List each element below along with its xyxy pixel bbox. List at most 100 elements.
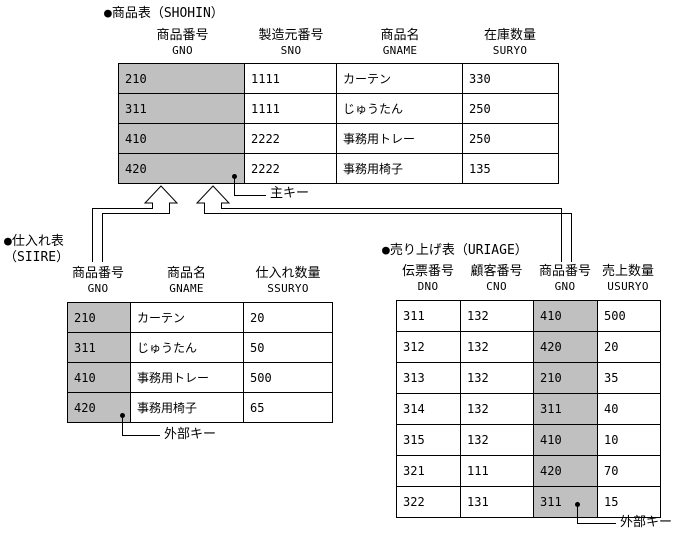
uriage-foreign-key-label: 外部キー (620, 515, 673, 530)
header-en: USURYO (607, 280, 649, 293)
shohin-header-sno: 製造元番号 SNO (245, 28, 337, 58)
header-jp: 商品番号 (71, 266, 124, 281)
header-en: GNO (87, 282, 109, 295)
table-cell-gno: 410 (533, 300, 598, 332)
header-jp: 伝票番号 (401, 264, 454, 279)
table-cell-gno: 210 (533, 362, 598, 394)
uriage-title: ●売り上げ表（URIAGE） (382, 243, 528, 258)
table-row: 420 事務用椅子 65 (67, 392, 333, 423)
primary-key-marker (232, 174, 237, 179)
table-cell-dno: 311 (396, 300, 461, 332)
table-cell-usuryo: 20 (597, 331, 661, 363)
siire-subtitle: （SIIRE） (4, 250, 70, 265)
table-cell-gno: 420 (533, 331, 598, 363)
table-row: 321 111 420 70 (396, 455, 661, 487)
header-en: SNO (280, 44, 302, 57)
table-cell-gno: 420 (533, 455, 598, 487)
uriage-header-gno: 商品番号 GNO (533, 264, 597, 294)
table-cell-gno: 410 (118, 123, 245, 154)
header-en: GNAME (382, 44, 418, 57)
siire-header-ssuryo: 仕入れ数量 SSURYO (243, 266, 333, 296)
table-cell-sno: 2222 (244, 123, 337, 154)
table-cell-dno: 321 (396, 455, 461, 487)
table-cell-suryo: 250 (462, 93, 559, 124)
header-jp: 商品番号 (538, 264, 591, 279)
table-row: 322 131 311 15 (396, 486, 661, 518)
header-jp: 顧客番号 (470, 264, 523, 279)
table-row: 315 132 410 10 (396, 424, 661, 456)
header-en: GNAME (169, 282, 204, 295)
siire-foreign-key-label: 外部キー (164, 427, 217, 442)
table-cell-gname: じゅうたん (336, 93, 463, 124)
table-row: 313 132 210 35 (396, 362, 661, 394)
table-cell-gno: 420 (118, 153, 245, 184)
header-jp: 商品名 (166, 266, 206, 281)
table-cell-usuryo: 15 (597, 486, 661, 518)
table-row: 314 132 311 40 (396, 393, 661, 425)
header-jp: 商品番号 (156, 28, 209, 43)
primary-key-label: 主キー (270, 186, 310, 201)
siire-title: ●仕入れ表 (4, 234, 64, 249)
table-cell-dno: 313 (396, 362, 461, 394)
header-en: SURYO (492, 44, 528, 57)
table-row: 312 132 420 20 (396, 331, 661, 363)
table-cell-usuryo: 35 (597, 362, 661, 394)
table-cell-ssuryo: 500 (243, 362, 333, 393)
table-cell-usuryo: 40 (597, 393, 661, 425)
header-jp: 製造元番号 (258, 28, 324, 43)
table-cell-dno: 322 (396, 486, 461, 518)
siire-table: 210 カーテン 20 311 じゅうたん 50 410 事務用トレー 500 … (67, 302, 333, 423)
table-cell-ssuryo: 65 (243, 392, 333, 423)
shohin-header-gname: 商品名 GNAME (337, 28, 463, 58)
header-en: DNO (417, 280, 439, 293)
shohin-title: ●商品表（SHOHIN） (104, 6, 224, 21)
siire-foreign-key-marker (120, 413, 125, 418)
siire-to-shohin-arrow (92, 185, 179, 262)
header-en: GNO (554, 280, 576, 293)
table-row: 210 1111 カーテン 330 (118, 63, 559, 94)
table-row: 311 1111 じゅうたん 250 (118, 93, 559, 124)
uriage-foreign-key-marker (575, 502, 580, 507)
table-cell-dno: 314 (396, 393, 461, 425)
siire-header-gno: 商品番号 GNO (66, 266, 130, 296)
primary-key-leader (234, 177, 266, 196)
uriage-table: 311 132 410 500 312 132 420 20 313 132 2… (396, 300, 661, 518)
table-cell-gno: 410 (533, 424, 598, 456)
table-cell-gno: 410 (67, 362, 131, 393)
uriage-foreign-key-leader (577, 505, 616, 524)
table-cell-gno: 311 (533, 393, 598, 425)
table-cell-dno: 315 (396, 424, 461, 456)
table-cell-gno: 210 (118, 63, 245, 94)
table-cell-suryo: 135 (462, 153, 559, 184)
table-cell-gname: 事務用椅子 (130, 392, 244, 423)
header-jp: 在庫数量 (483, 28, 536, 43)
siire-foreign-key-leader (122, 416, 160, 436)
shohin-table: 210 1111 カーテン 330 311 1111 じゅうたん 250 410… (118, 63, 559, 184)
header-jp: 商品名 (380, 28, 420, 43)
table-cell-sno: 1111 (244, 93, 337, 124)
shohin-header-suryo: 在庫数量 SURYO (463, 28, 557, 58)
table-cell-cno: 131 (460, 486, 534, 518)
table-cell-gname: 事務用椅子 (336, 153, 463, 184)
table-cell-suryo: 330 (462, 63, 559, 94)
table-cell-sno: 2222 (244, 153, 337, 184)
table-row: 420 2222 事務用椅子 135 (118, 153, 559, 184)
uriage-header-dno: 伝票番号 DNO (396, 264, 460, 294)
table-row: 311 132 410 500 (396, 300, 661, 332)
table-cell-usuryo: 70 (597, 455, 661, 487)
table-row: 410 2222 事務用トレー 250 (118, 123, 559, 154)
table-cell-suryo: 250 (462, 123, 559, 154)
table-cell-gname: 事務用トレー (336, 123, 463, 154)
shohin-header-gno: 商品番号 GNO (120, 28, 245, 58)
header-en: SSURYO (267, 282, 309, 295)
table-row: 410 事務用トレー 500 (67, 362, 333, 393)
header-jp: 売上数量 (601, 264, 654, 279)
uriage-header-usuryo: 売上数量 USURYO (597, 264, 659, 294)
header-en: CNO (486, 280, 507, 293)
uriage-header-cno: 顧客番号 CNO (460, 264, 533, 294)
table-cell-gno: 311 (118, 93, 245, 124)
header-en: GNO (172, 44, 193, 57)
table-cell-cno: 132 (460, 362, 534, 394)
header-jp: 仕入れ数量 (255, 266, 321, 281)
